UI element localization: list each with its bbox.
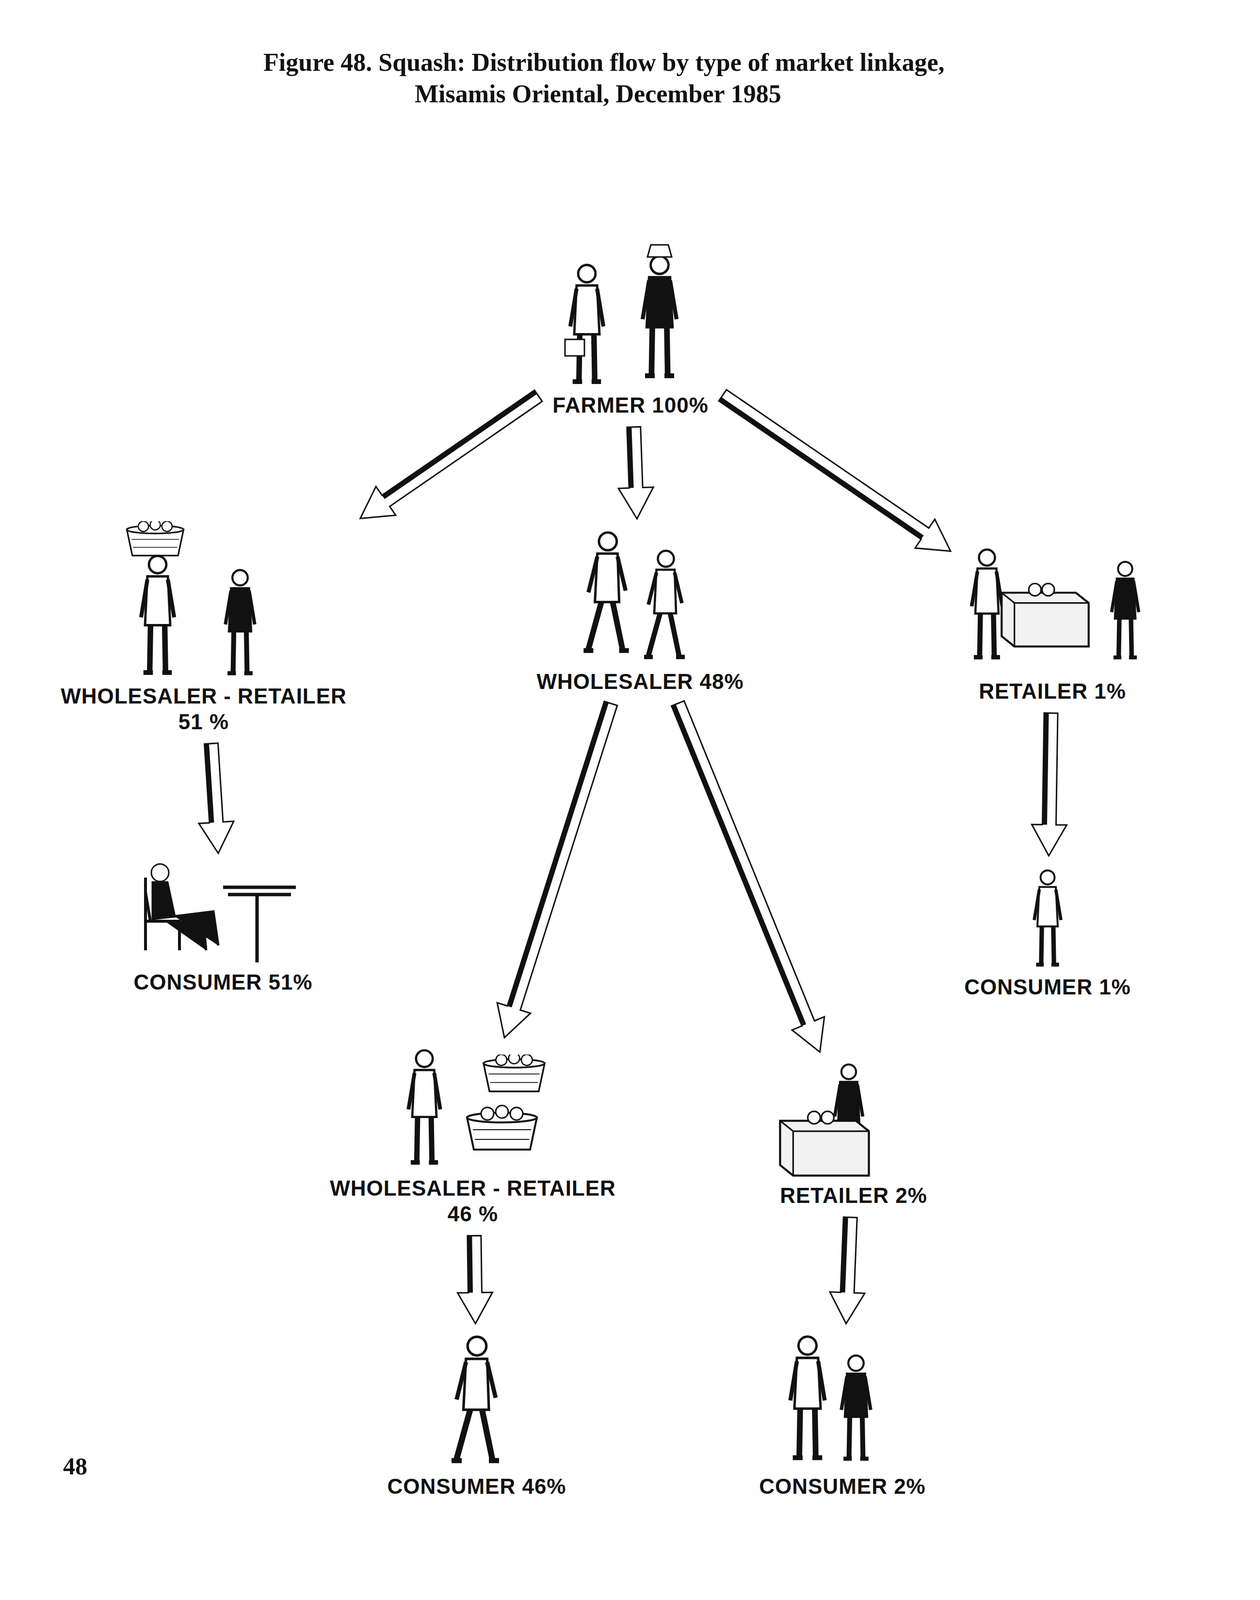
arrow-outline <box>497 701 618 1038</box>
buyer-figure <box>570 265 604 383</box>
briefcase <box>565 339 585 356</box>
arrow-outline <box>198 743 234 854</box>
flow-arrow <box>198 743 234 854</box>
farmer-figure <box>642 256 677 376</box>
market-actor: CONSUMER 51% <box>125 858 322 1000</box>
page-number: 48 <box>63 1452 88 1481</box>
market-actor: FARMER 100% <box>543 242 718 423</box>
vendor-figure <box>225 570 255 674</box>
market-stall <box>1001 583 1089 647</box>
arrow-shade <box>720 399 923 538</box>
arrow-outline <box>360 390 543 519</box>
actor-label: CONSUMER 51% <box>133 969 313 996</box>
basket <box>127 519 184 556</box>
flow-arrow <box>497 701 618 1038</box>
porter-figure <box>141 556 175 674</box>
arrow-shade <box>383 392 536 498</box>
market-actor: CONSUMER 46% <box>378 1328 576 1504</box>
actor-label: 46 % <box>329 1201 616 1228</box>
arrow-outline <box>457 1235 493 1325</box>
actor-label: RETAILER 1% <box>964 678 1141 705</box>
flow-arrow <box>360 390 543 519</box>
actor-label: RETAILER 2% <box>779 1183 928 1210</box>
flow-arrow <box>829 1217 865 1325</box>
arrow-shade <box>629 427 632 488</box>
wholesaler-figure <box>644 550 685 658</box>
market-actor: RETAILER 1% <box>955 533 1150 709</box>
arrow-outline <box>671 701 825 1053</box>
market-actor: CONSUMER 1% <box>955 860 1140 1005</box>
actor-label: WHOLESALER 48% <box>536 669 744 695</box>
flow-arrow <box>671 701 825 1053</box>
table <box>223 887 296 963</box>
market-actor: WHOLESALER - RETAILER51 % <box>51 514 356 740</box>
actor-label: FARMER 100% <box>551 392 710 419</box>
basket <box>467 1105 537 1150</box>
actor-label: CONSUMER 2% <box>759 1474 926 1501</box>
actor-label: CONSUMER 1% <box>964 974 1131 1001</box>
actor-label: WHOLESALER - RETAILER <box>60 683 347 710</box>
flow-arrow <box>457 1235 493 1325</box>
seated-consumer <box>151 864 169 882</box>
vendor-figure <box>408 1050 441 1163</box>
arrow-outline <box>1031 713 1067 857</box>
retailer-figure <box>971 549 1003 658</box>
seated-consumer <box>152 882 219 951</box>
basket <box>483 1052 545 1092</box>
actor-label: WHOLESALER - RETAILER <box>329 1176 616 1202</box>
market-actor: RETAILER 2% <box>771 1057 937 1213</box>
flow-arrow <box>718 389 951 552</box>
consumer-figure <box>790 1337 825 1459</box>
arrow-shade <box>1044 713 1047 825</box>
figure-title: Figure 48. Squash: Distribution flow by … <box>263 46 1012 110</box>
arrow-outline <box>829 1217 865 1325</box>
arrow-shade <box>673 705 805 1026</box>
customer-figure <box>1111 562 1139 658</box>
flow-arrow <box>618 426 654 519</box>
flow-arrow <box>1031 713 1067 857</box>
farmer-hat <box>647 244 672 258</box>
actor-label: CONSUMER 46% <box>387 1474 567 1501</box>
market-stall <box>779 1111 869 1176</box>
consumer-figure <box>841 1356 871 1460</box>
arrow-outline <box>718 389 951 552</box>
arrow-outline <box>618 426 654 519</box>
arrow-shade <box>842 1217 846 1293</box>
arrow-shade <box>469 1236 471 1293</box>
actor-label: 51 % <box>60 709 347 736</box>
arrow-shade <box>509 702 607 1007</box>
market-actor: WHOLESALER - RETAILER46 % <box>321 1042 625 1232</box>
consumer-figure <box>451 1337 500 1462</box>
market-actor: WHOLESALER 48% <box>527 523 753 699</box>
market-actor: CONSUMER 2% <box>750 1328 935 1504</box>
arrow-shade <box>207 743 212 824</box>
wholesaler-figure <box>583 532 629 651</box>
consumer-figure <box>1033 870 1061 965</box>
